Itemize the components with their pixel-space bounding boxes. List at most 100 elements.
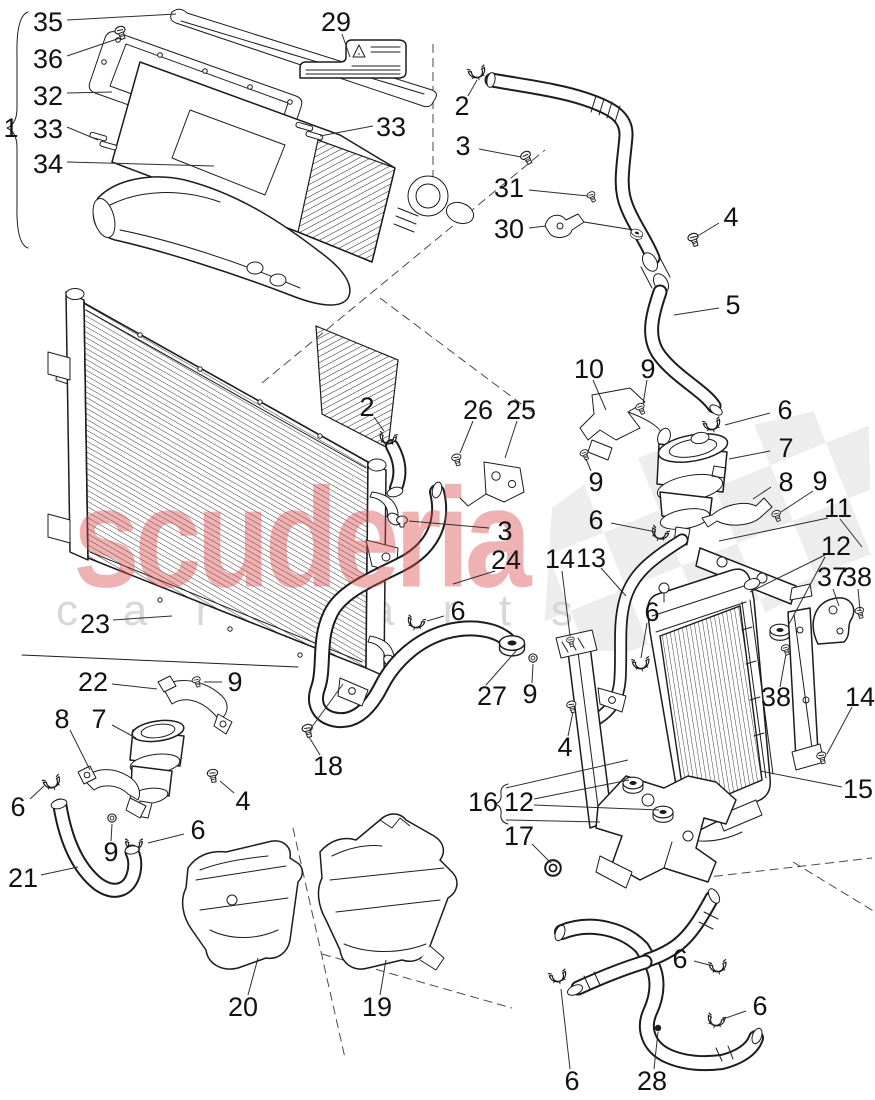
bracket-8 [701,497,773,528]
callout-33: 33 [376,112,406,142]
callout-37: 37 [817,562,847,592]
callout-6: 6 [672,944,687,974]
leader-line-6 [610,522,657,533]
leader-line-3 [408,520,490,529]
leader-line-12 [533,779,630,800]
callout-2: 2 [454,91,469,121]
callout-9: 9 [522,679,537,709]
callout-23: 23 [80,609,110,639]
callout-4: 4 [235,786,250,816]
leader-line-36 [66,37,121,57]
group-brace-16 [494,783,509,825]
callout-20: 20 [228,992,258,1022]
leader-line-2 [467,79,478,97]
callout-14: 14 [845,682,875,712]
leader-line-25 [504,420,518,459]
bracket-30 [544,213,585,238]
callout-19: 19 [362,992,392,1022]
leader-line-6 [640,622,648,659]
callout-32: 32 [33,81,63,111]
leader-line-31 [528,189,589,197]
callout-6: 6 [752,991,767,1021]
hose-5 [484,72,723,416]
leader-line-9 [531,663,534,684]
watermark-letter-s-7: s [551,586,573,635]
leader-line-7 [728,450,771,460]
callout-7: 7 [778,433,793,463]
callout-6: 6 [190,815,205,845]
duct-20 [181,840,303,970]
right-air-pump-assembly-drawing [578,387,797,729]
leader-line-17 [531,843,552,864]
callout-34: 34 [33,149,63,179]
leader-line-4 [219,780,235,794]
callout-9: 9 [812,466,827,496]
leader-line-32 [66,91,113,94]
watermark-brand-text: scuderia [73,458,532,617]
main-radiator-drawing [47,288,401,677]
upper-hose-assembly-drawing [466,64,723,416]
leader-line-16 [505,819,601,823]
watermark-letter-t-6: t [499,586,511,635]
leader-line-5 [673,307,720,316]
leader-line-22 [111,683,158,690]
leader-line-2 [373,416,385,432]
callout-33: 33 [33,114,63,144]
leader-line-37 [832,588,840,607]
watermark-letter-a-1: a [123,586,148,635]
callout-28: 28 [637,1066,667,1096]
callout-5: 5 [725,290,740,320]
leader-line-12 [533,804,660,811]
watermark-brand: scuderia [73,458,537,617]
callout-9: 9 [588,467,603,497]
leader-line-20 [247,957,259,996]
callout-18: 18 [313,751,343,781]
leader-line-18 [308,736,321,756]
callout-10: 10 [574,354,604,384]
leader-line-7 [111,724,137,739]
leader-line-9 [780,490,814,513]
callout-8: 8 [54,704,69,734]
leader-line-4 [567,711,574,737]
leader-line-6 [29,785,45,800]
mount-bracket-assembly-drawing [544,629,737,889]
leader-line-24 [452,570,496,585]
callout-14: 14 [545,544,575,574]
leader-line-14 [561,570,571,637]
air-ducts-drawing [181,813,458,971]
duct-19 [317,813,458,970]
callout-17: 17 [504,821,534,851]
warning-label-sticker [299,39,407,79]
leader-line-6 [724,412,771,426]
aux-radiator-assembly-drawing [646,568,867,844]
callout-7: 7 [91,704,106,734]
leader-line-8 [752,486,772,500]
leader-line-33 [66,126,99,141]
bracket-37 [812,597,855,645]
callout-12: 12 [821,531,851,561]
leader-line-11 [718,517,829,542]
leader-line-13 [600,567,627,597]
leader-line-4 [695,222,720,238]
hose-21 [50,798,143,898]
callout-12: 12 [504,787,534,817]
callout-6: 6 [564,1066,579,1096]
callout-9: 9 [640,354,655,384]
group-brace-1 [6,11,29,249]
leader-line-6 [693,960,710,966]
leader-line-34 [66,161,215,167]
leader-line-11 [839,518,863,548]
callout-31: 31 [494,173,524,203]
callout-16: 16 [468,787,498,817]
leader-line-27 [485,649,518,686]
callout-25: 25 [506,395,536,425]
leader-line-6 [426,615,445,622]
leader-line-10 [592,379,607,411]
leader-line-38 [857,588,861,611]
leader-line-9 [642,379,648,405]
nut-17 [544,859,562,877]
callout-15: 15 [843,774,873,804]
leader-line-33 [319,125,374,137]
callout-4: 4 [723,202,738,232]
watermark-letter-c-0: c [56,586,78,635]
